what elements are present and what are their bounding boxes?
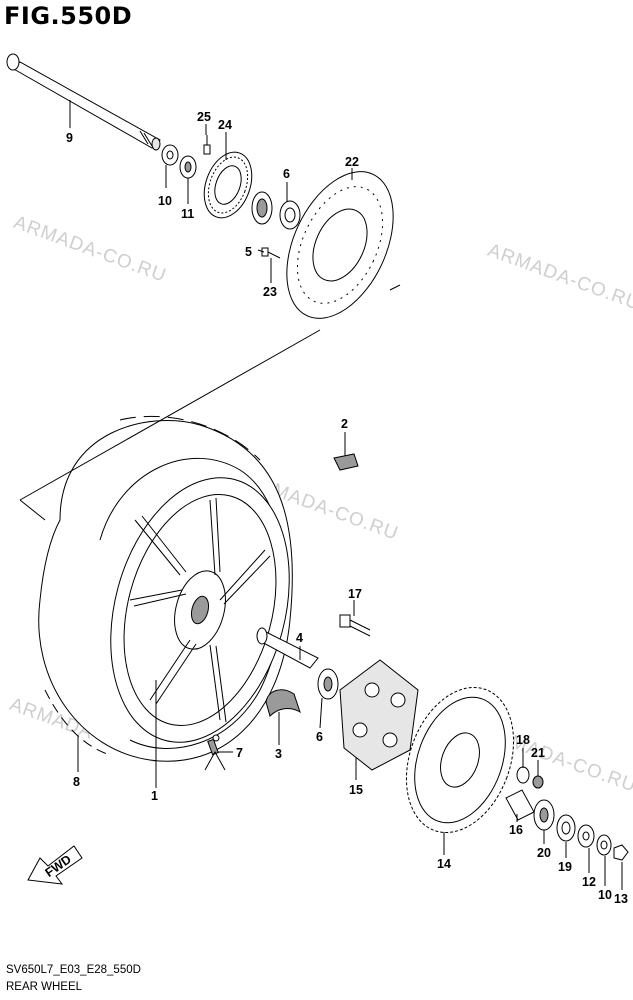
callout-5: 5 <box>245 245 252 259</box>
disc-bolt <box>261 247 281 259</box>
sprocket-bolt <box>339 614 371 637</box>
callout-1: 1 <box>151 789 158 803</box>
axle-nut <box>613 844 629 861</box>
spacer-collar <box>179 155 197 179</box>
sprocket-drum <box>339 659 419 771</box>
axle <box>6 53 161 151</box>
callout-7: 7 <box>236 746 243 760</box>
axle-washer-right <box>596 834 612 856</box>
callout-4: 4 <box>296 631 303 645</box>
oil-seal <box>251 191 273 225</box>
callout-24: 24 <box>218 118 232 132</box>
callout-6b: 6 <box>316 730 323 744</box>
sprocket-nut <box>532 775 544 789</box>
drum-spacer <box>505 789 535 821</box>
figure-name: REAR WHEEL <box>6 981 83 993</box>
drum-bearing <box>533 799 555 831</box>
callout-14: 14 <box>437 857 451 871</box>
bearing-right <box>317 668 339 700</box>
balance-weight <box>333 453 359 471</box>
callout-22: 22 <box>345 155 359 169</box>
callout-11: 11 <box>181 207 194 221</box>
callout-9: 9 <box>66 131 73 145</box>
brake-disc <box>286 171 394 319</box>
rotor-screw <box>203 135 211 155</box>
model-code: SV650L7_E03_E28_550D <box>6 964 141 976</box>
callout-17: 17 <box>348 587 362 601</box>
bearing-left <box>279 200 301 230</box>
callout-19: 19 <box>558 860 572 874</box>
rear-sprocket <box>405 686 515 834</box>
callout-16: 16 <box>509 823 523 837</box>
callout-23: 23 <box>263 285 277 299</box>
callout-25: 25 <box>197 110 211 124</box>
hub-spacer <box>256 627 319 669</box>
callout-8: 8 <box>73 775 80 789</box>
callout-21: 21 <box>531 746 545 760</box>
cush-damper <box>265 689 301 717</box>
callout-6: 6 <box>283 167 290 181</box>
drum-oil-seal <box>556 814 576 842</box>
callout-10b: 10 <box>598 888 612 902</box>
figure-title: FIG.550D <box>4 2 133 30</box>
sensor-rotor <box>203 151 253 219</box>
forward-arrow-icon: FWD <box>27 845 83 885</box>
rear-wheel <box>110 477 290 743</box>
callout-3: 3 <box>275 747 282 761</box>
callout-20: 20 <box>537 846 551 860</box>
leader-lines <box>69 100 623 890</box>
axle-washer <box>161 144 179 166</box>
sprocket-washer <box>516 766 530 784</box>
callout-12: 12 <box>582 875 596 889</box>
callout-15: 15 <box>349 783 363 797</box>
callout-18: 18 <box>516 733 530 747</box>
axle-spacer <box>577 824 595 848</box>
callout-10: 10 <box>158 194 172 208</box>
callout-2: 2 <box>341 417 348 431</box>
tire-valve <box>207 734 220 756</box>
callout-13: 13 <box>614 892 628 906</box>
